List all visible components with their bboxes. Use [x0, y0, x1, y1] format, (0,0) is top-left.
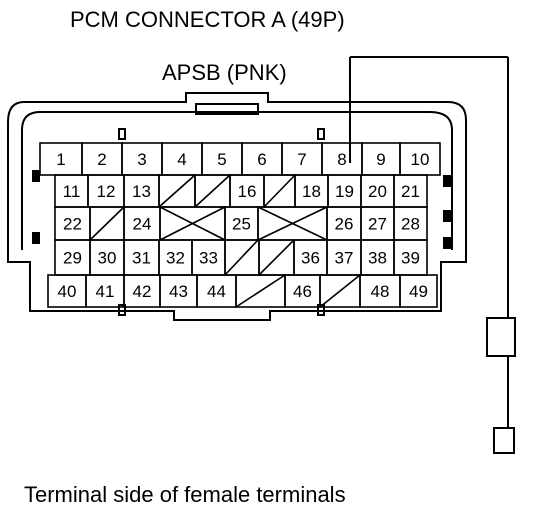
top-latch — [195, 103, 259, 115]
empty-cavity-mark — [319, 274, 361, 308]
terminal-label-8: 8 — [337, 150, 346, 169]
terminal-label-49: 49 — [409, 282, 428, 301]
terminal-label-1: 1 — [56, 150, 65, 169]
terminal-label-6: 6 — [257, 150, 266, 169]
terminal-label-13: 13 — [132, 182, 151, 201]
terminal-label-26: 26 — [335, 215, 354, 234]
terminal-label-10: 10 — [411, 150, 430, 169]
terminal-label-37: 37 — [335, 249, 354, 268]
terminal-label-30: 30 — [98, 249, 117, 268]
terminal-label-22: 22 — [63, 215, 82, 234]
terminal-label-12: 12 — [97, 182, 116, 201]
caption: Terminal side of female terminals — [24, 482, 346, 507]
terminal-label-20: 20 — [368, 182, 387, 201]
side-rib — [443, 210, 451, 222]
terminal-label-29: 29 — [63, 249, 82, 268]
side-rib — [32, 232, 40, 244]
terminal-label-48: 48 — [371, 282, 390, 301]
terminal-label-27: 27 — [368, 215, 387, 234]
empty-cavity-mark — [194, 174, 231, 208]
ground-probe-icon — [493, 427, 515, 454]
terminal-label-3: 3 — [137, 150, 146, 169]
empty-cavity-mark — [158, 174, 196, 208]
key-tab — [317, 128, 325, 140]
blocked-cavity-mark — [159, 206, 226, 241]
terminal-label-39: 39 — [401, 249, 420, 268]
terminal-cavity — [399, 274, 438, 308]
side-rib — [443, 175, 451, 187]
terminal-label-16: 16 — [238, 182, 257, 201]
terminal-label-5: 5 — [217, 150, 226, 169]
key-tab — [118, 304, 126, 316]
terminal-label-31: 31 — [132, 249, 151, 268]
side-rib — [32, 170, 40, 182]
terminal-label-25: 25 — [232, 215, 251, 234]
empty-cavity-mark — [224, 239, 259, 276]
terminal-label-42: 42 — [133, 282, 152, 301]
terminal-label-46: 46 — [293, 282, 312, 301]
empty-cavity-mark — [235, 274, 286, 308]
terminal-label-21: 21 — [401, 182, 420, 201]
terminal-label-44: 44 — [207, 282, 226, 301]
terminal-label-7: 7 — [297, 150, 306, 169]
terminal-label-33: 33 — [199, 249, 218, 268]
terminal-label-40: 40 — [58, 282, 77, 301]
side-rib — [443, 237, 451, 249]
empty-cavity-mark — [89, 206, 125, 241]
empty-cavity-mark — [263, 174, 296, 208]
connector-housing — [7, 92, 467, 321]
empty-cavity-mark — [258, 239, 295, 276]
terminal-label-11: 11 — [63, 182, 81, 201]
terminal-label-32: 32 — [166, 249, 185, 268]
terminal-label-36: 36 — [301, 249, 320, 268]
terminal-label-24: 24 — [133, 215, 152, 234]
terminal-label-28: 28 — [401, 215, 420, 234]
terminal-label-19: 19 — [335, 182, 354, 201]
wire-label: APSB (PNK) — [162, 60, 287, 85]
diagram-title: PCM CONNECTOR A (49P) — [70, 7, 345, 32]
key-tab — [317, 304, 325, 316]
terminal-label-41: 41 — [96, 282, 115, 301]
terminal-label-2: 2 — [97, 150, 106, 169]
key-tab — [118, 128, 126, 140]
test-probe-icon — [486, 317, 516, 357]
terminal-label-9: 9 — [376, 150, 385, 169]
terminal-label-4: 4 — [177, 150, 186, 169]
blocked-cavity-mark — [257, 206, 328, 241]
terminal-label-18: 18 — [302, 182, 321, 201]
connector-inner-shell — [21, 111, 453, 250]
terminal-label-38: 38 — [368, 249, 387, 268]
terminal-label-43: 43 — [169, 282, 188, 301]
